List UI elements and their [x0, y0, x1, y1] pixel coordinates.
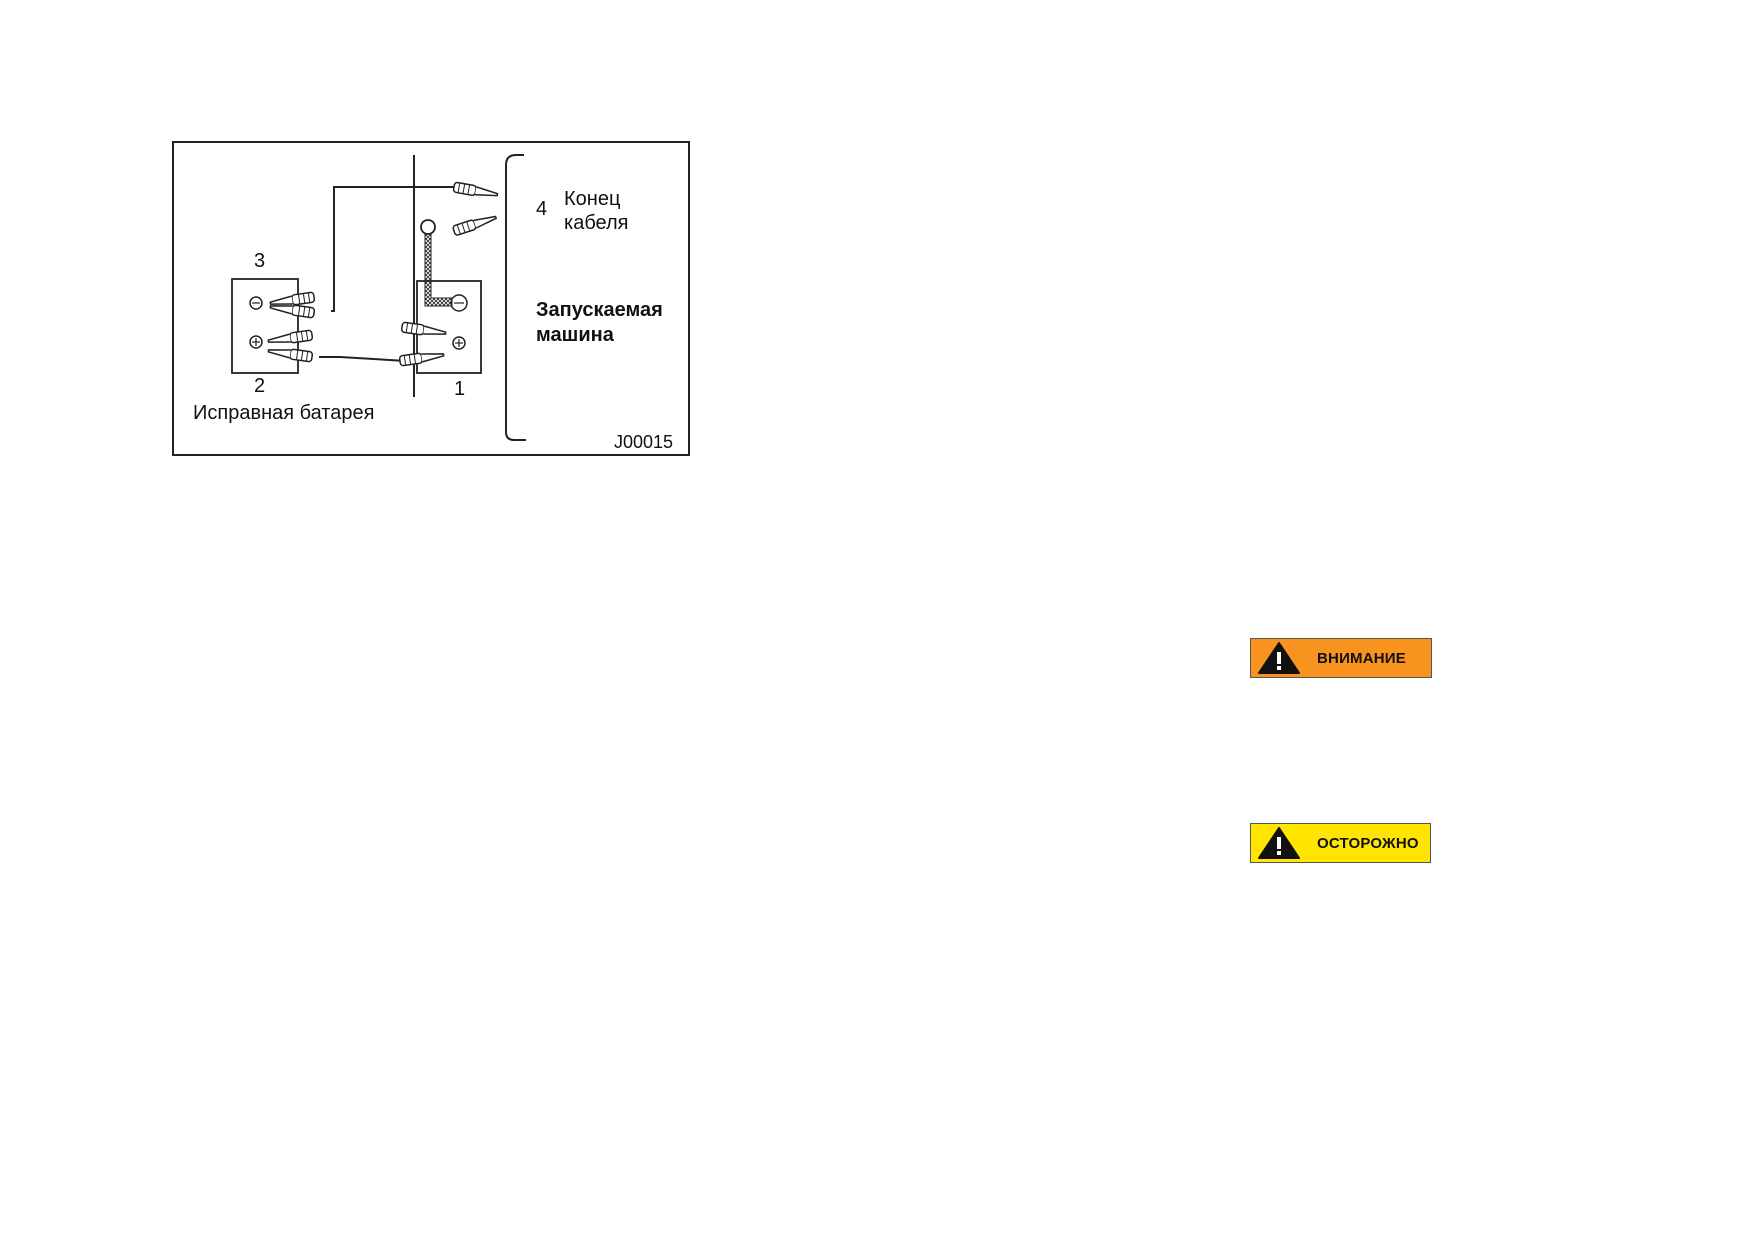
cable-end-label-line1: Конец: [564, 188, 621, 210]
cable-end-label-line2: кабеля: [564, 212, 629, 234]
caution-badge-text: ОСТОРОЖНО: [1317, 834, 1419, 852]
label-4: 4: [536, 198, 548, 220]
vehicle-bracket: [505, 154, 526, 441]
figure-code: J00015: [614, 432, 674, 452]
warning-badge-text: ВНИМАНИЕ: [1317, 649, 1406, 667]
warning-triangle-icon: [1258, 827, 1300, 859]
target-vehicle-label-line2: машина: [536, 324, 614, 346]
label-1: 1: [454, 378, 466, 400]
jump-start-diagram: 3 2 1 4 Конец кабеля Запускаемая машина …: [172, 141, 690, 456]
target-vehicle-label-line1: Запускаемая: [536, 299, 663, 321]
warning-badge: ВНИМАНИЕ: [1250, 638, 1432, 678]
caution-badge: ОСТОРОЖНО: [1250, 823, 1431, 863]
good-battery-label: Исправная батарея: [193, 402, 375, 424]
positive-cable: [319, 356, 407, 362]
jump-start-diagram-drawing: [231, 154, 526, 441]
ground-point-icon: [420, 219, 436, 235]
clamp-icon: [451, 211, 499, 237]
good-battery-box: [231, 278, 299, 374]
ground-strap: [424, 233, 453, 307]
negative-cable: [331, 186, 454, 312]
label-3: 3: [254, 250, 266, 272]
clamp-icon: [452, 181, 499, 201]
label-2: 2: [254, 375, 266, 397]
warning-triangle-icon: [1258, 642, 1300, 674]
